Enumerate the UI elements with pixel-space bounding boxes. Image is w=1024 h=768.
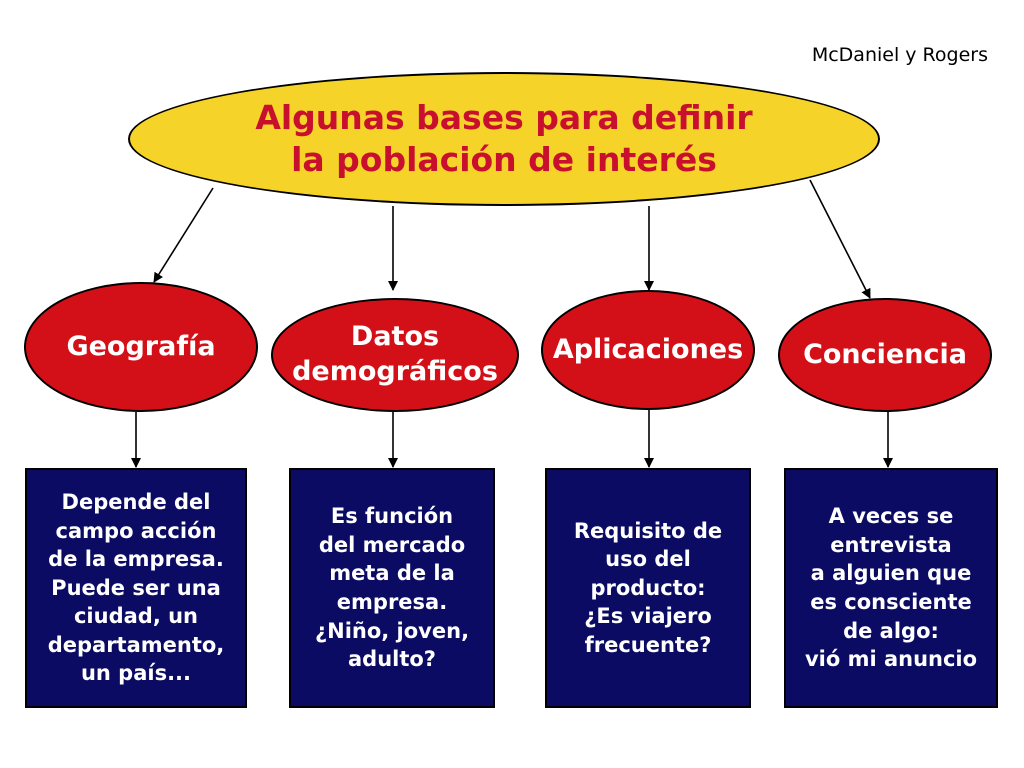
description-box-aplicaciones: Requisito de uso del producto: ¿Es viaje… (545, 468, 751, 708)
category-datos-demograficos: Datos demográficos (271, 298, 519, 412)
description-text: Depende del campo acción de la empresa. … (47, 490, 225, 686)
category-label: Datos demográficos (292, 321, 498, 387)
description-box-conciencia: A veces se entrevista a alguien que es c… (784, 468, 998, 708)
category-conciencia: Conciencia (778, 298, 992, 412)
description-text: Requisito de uso del producto: ¿Es viaje… (573, 518, 723, 657)
category-label: Geografía (66, 330, 216, 362)
category-label: Aplicaciones (552, 333, 744, 365)
category-aplicaciones: Aplicaciones (541, 290, 755, 410)
arrow-main-to-conciencia (809, 179, 871, 299)
description-text: Es función del mercado meta de la empres… (314, 504, 470, 672)
category-label: Conciencia (803, 338, 967, 370)
author-credit: McDaniel y Rogers (811, 44, 988, 66)
category-geografia: Geografía (24, 282, 258, 412)
description-box-geografia: Depende del campo acción de la empresa. … (25, 468, 247, 708)
description-text: A veces se entrevista a alguien que es c… (804, 504, 978, 672)
main-topic-title: Algunas bases para definir la población … (255, 97, 753, 179)
description-box-datos-demograficos: Es función del mercado meta de la empres… (289, 468, 495, 708)
main-topic-ellipse: Algunas bases para definir la población … (128, 72, 880, 206)
arrow-main-to-geografia (153, 187, 214, 283)
